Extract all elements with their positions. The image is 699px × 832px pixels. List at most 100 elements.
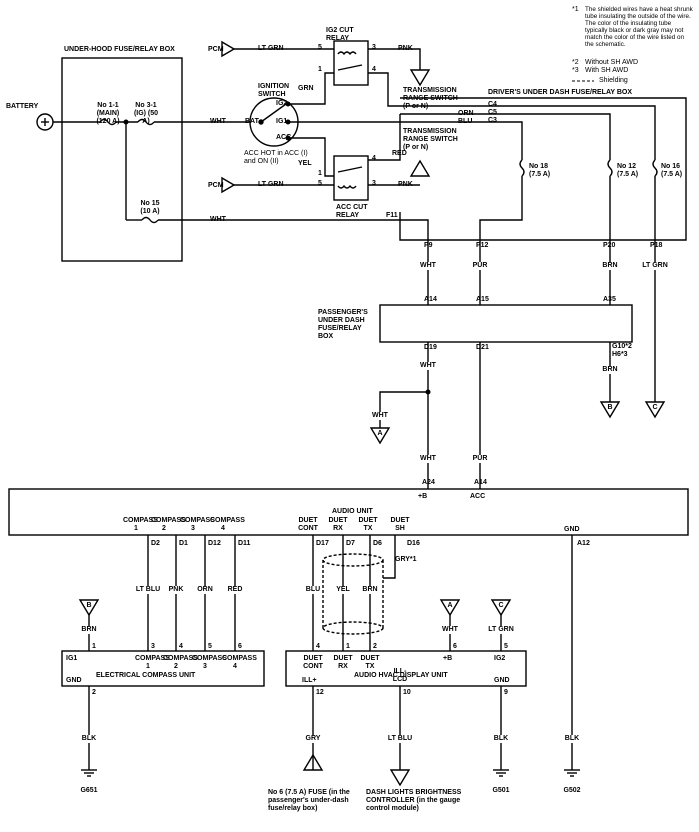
- audio-unit-label: AUDIO UNIT: [332, 508, 373, 515]
- unit-compass-4: COMPASS 4: [222, 655, 257, 670]
- audio-duet-rx: DUET RX: [328, 517, 348, 532]
- acc-cut-relay: [333, 155, 369, 201]
- note-1-text: The shielded wires have a heat shrunk tu…: [585, 6, 693, 48]
- pin-hv4: 4: [316, 643, 320, 650]
- wire-pur-a14: PUR: [472, 455, 488, 463]
- ig2-relay-label: IG2 CUT RELAY: [326, 27, 354, 42]
- pin-c4: C4: [488, 101, 497, 108]
- note-3-text: With SH AWD: [585, 67, 629, 74]
- connector-c-arrow-bottom: [490, 599, 512, 617]
- pin-d1: D1: [179, 540, 188, 547]
- pin-r5b: 5: [318, 180, 322, 187]
- wire-lt-grn-2: LT GRN: [258, 181, 284, 188]
- audio-compass-2: COMPASS 2: [151, 517, 186, 532]
- unit-lcd: ILL- LCD: [392, 668, 408, 683]
- connector-c-top: C: [652, 404, 658, 411]
- pin-p18: P18: [650, 242, 663, 249]
- audio-compass-3: COMPASS 3: [180, 517, 215, 532]
- ig2-cut-relay: [333, 40, 369, 86]
- wire-pnk-c: PNK: [168, 586, 184, 594]
- wire-orn: ORN: [458, 110, 474, 117]
- pin-r4a: 4: [372, 66, 376, 73]
- audio-duet-tx: DUET TX: [358, 517, 378, 532]
- pin-c5: C5: [488, 109, 497, 116]
- fuse-main: [99, 118, 117, 126]
- unit-ig2: IG2: [494, 655, 506, 662]
- wire-red-c: RED: [227, 586, 243, 594]
- unit-ill: ILL+: [302, 677, 317, 684]
- wire-pnk-2: PNK: [398, 181, 413, 188]
- ign-ig1: IG1: [276, 118, 288, 125]
- pin-p12: P12: [476, 242, 489, 249]
- pcm-2-label: PCM: [208, 182, 224, 189]
- unit-compass-2: COMPASS 2: [163, 655, 198, 670]
- unit-compass-3: COMPASS 3: [192, 655, 227, 670]
- wire-wht-hvac: WHT: [442, 626, 458, 634]
- unit-duet-rx: DUET RX: [333, 655, 353, 670]
- audio-duet-sh: DUET SH: [390, 517, 410, 532]
- pin-a14-pass: A14: [424, 296, 437, 303]
- connector-b-bottom: B: [86, 602, 92, 609]
- unit-b: +B: [443, 655, 453, 662]
- wire-brn-d: BRN: [362, 586, 378, 594]
- compass-unit-label: ELECTRICAL COMPASS UNIT: [96, 672, 196, 679]
- pin-cu1: 1: [92, 643, 96, 650]
- unit-gnd-1: GND: [66, 677, 82, 684]
- ign-acc: ACC: [276, 134, 292, 141]
- pin-cu4: 4: [179, 643, 183, 650]
- wire-wht-p9: WHT: [420, 262, 436, 270]
- fuse-ig-label: No 3-1 (IG) (50 A): [133, 102, 159, 125]
- ground-g651-label: G651: [80, 787, 98, 794]
- pin-r4b: 4: [372, 155, 376, 162]
- ground-g651: [81, 769, 97, 777]
- pin-r5a: 5: [318, 44, 322, 51]
- connector-a-top: A: [377, 430, 383, 437]
- pin-r3b: 3: [372, 180, 376, 187]
- fuse-6-arrow: [302, 753, 324, 771]
- audio-gnd: GND: [564, 526, 580, 533]
- connector-a-arrow-top: [369, 427, 391, 445]
- pin-c3: C3: [488, 117, 497, 124]
- underhood-box-label: UNDER-HOOD FUSE/RELAY BOX: [64, 46, 175, 53]
- pin-h6: H6*3: [612, 351, 628, 358]
- wire-blu-d: BLU: [305, 586, 321, 594]
- wire-red: RED: [392, 150, 407, 157]
- fuse-15: [141, 216, 159, 224]
- dest-dash-lights: DASH LIGHTS BRIGHTNESS CONTROLLER (in th…: [366, 789, 462, 812]
- hvac-unit-label: AUDIO HVAC DISPLAY UNIT: [354, 672, 448, 679]
- pin-d21: D21: [476, 344, 489, 351]
- audio-duet-cont: DUET CONT: [298, 517, 318, 532]
- trs-2-label: TRANSMISSION RANGE SWITCH (P or N): [403, 128, 458, 151]
- wire-pur-p12: PUR: [472, 262, 488, 270]
- connector-b-top: B: [607, 404, 613, 411]
- wire-ltgrn-hvac: LT GRN: [488, 626, 514, 634]
- pin-r1a: 1: [318, 66, 322, 73]
- wire-grn: GRN: [298, 85, 314, 92]
- fuse-15-label: No 15 (10 A): [140, 200, 160, 215]
- pin-d7: D7: [346, 540, 355, 547]
- pin-cu5: 5: [208, 643, 212, 650]
- connector-b-arrow-top: [599, 401, 621, 419]
- trs-arrow-2: [409, 159, 431, 177]
- shielding-legend: Shielding: [599, 77, 628, 84]
- pcm-1-label: PCM: [208, 46, 224, 53]
- note-3-mark: *3: [572, 67, 579, 74]
- fuse-ig: [137, 118, 155, 126]
- wire-brn-b: BRN: [602, 366, 618, 374]
- connector-a-bottom: A: [447, 602, 453, 609]
- pin-hv2: 2: [373, 643, 377, 650]
- wire-lt-grn-1: LT GRN: [258, 45, 284, 52]
- pin-hv9: 9: [504, 689, 508, 696]
- wire-yel: YEL: [298, 160, 312, 167]
- wire-ltgrn-p18: LT GRN: [642, 262, 668, 270]
- wire-wht-a: WHT: [372, 412, 388, 420]
- wire-wht-a24: WHT: [420, 455, 436, 463]
- passengers-box: [379, 304, 633, 343]
- ground-g502: [564, 769, 580, 777]
- ign-ig2: IG2: [276, 100, 288, 107]
- wire-wht-main: WHT: [210, 118, 226, 125]
- pin-f11: F11: [386, 212, 398, 219]
- unit-duet-cont: DUET CONT: [303, 655, 323, 670]
- underhood-box: [61, 57, 183, 262]
